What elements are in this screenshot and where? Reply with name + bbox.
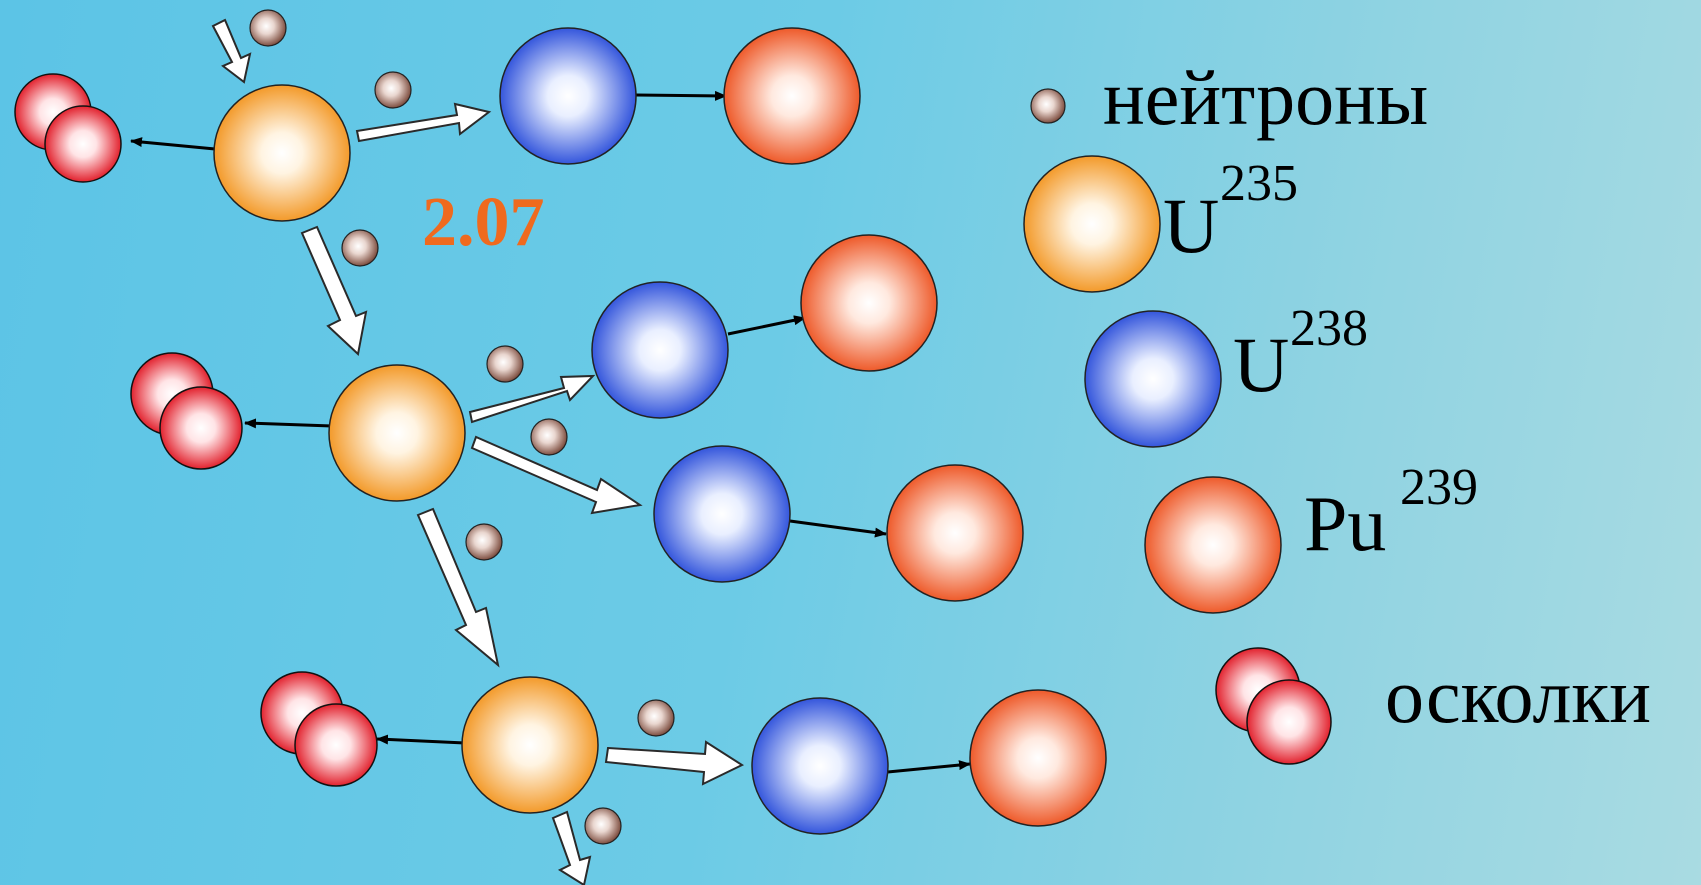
pu239-nucleus-d xyxy=(969,689,1107,827)
neutron xyxy=(584,807,622,845)
u235-nucleus-c xyxy=(461,676,599,814)
fragment-pair-3 xyxy=(260,671,378,787)
arrow-u235a-to-u235b xyxy=(300,225,368,356)
legend-neutrons: нейтроны xyxy=(1030,54,1428,141)
fragment-nucleus xyxy=(294,703,378,787)
fragment-nucleus xyxy=(44,105,122,183)
multiplication-factor: 2.07 xyxy=(422,184,545,261)
legend-u238-symbol: U xyxy=(1233,321,1289,408)
u238-nuclei xyxy=(499,27,889,835)
thin-arrows xyxy=(130,90,971,774)
legend-neutron-swatch xyxy=(1030,88,1066,124)
arrow-u235b-to-u238c xyxy=(470,435,643,515)
fragment-pair-1 xyxy=(14,73,122,183)
arrow-u235c-to-fragments xyxy=(376,734,466,745)
neutron xyxy=(637,699,675,737)
neutron xyxy=(465,523,503,561)
u235-nuclei xyxy=(213,84,599,814)
arrow-u238b-to-pu239b xyxy=(727,315,806,336)
arrow-u235b-to-u238b xyxy=(468,374,596,424)
incoming-neutron-arrow xyxy=(211,18,252,84)
arrow-u238a-to-pu239a xyxy=(635,90,727,101)
neutron xyxy=(249,9,287,47)
legend-fragment-swatch xyxy=(1215,647,1332,765)
pu239-nuclei xyxy=(723,27,1107,827)
u235-nucleus-a xyxy=(213,84,351,222)
neutrons xyxy=(249,9,675,845)
neutron xyxy=(374,71,412,109)
legend-u235-symbol: U xyxy=(1163,182,1219,269)
legend-pu239: Pu 239 xyxy=(1144,459,1478,614)
legend-u235-mass: 235 xyxy=(1220,155,1298,212)
pu239-nucleus-a xyxy=(723,27,861,165)
arrow-u235b-to-u235c xyxy=(416,507,500,668)
u235-nucleus-b xyxy=(328,364,466,502)
fragment-nucleus xyxy=(159,386,243,470)
legend-pu239-swatch xyxy=(1144,476,1282,614)
legend-pu239-symbol: Pu xyxy=(1304,480,1386,567)
legend-u235: U 235 xyxy=(1023,155,1298,293)
fragment-nucleus xyxy=(1246,679,1332,765)
u238-nucleus-a xyxy=(499,27,637,165)
legend-fragments-label: осколки xyxy=(1385,652,1651,739)
legend-u238-mass: 238 xyxy=(1290,300,1368,357)
arrow-u235a-to-fragments xyxy=(130,137,216,151)
u238-nucleus-b xyxy=(591,281,729,419)
arrow-u238d-to-pu239d xyxy=(887,760,971,774)
legend-pu239-mass: 239 xyxy=(1400,459,1478,516)
arrow-u235b-to-fragments xyxy=(244,418,333,429)
pu239-nucleus-c xyxy=(886,464,1024,602)
arrow-u235c-to-u238d xyxy=(604,740,745,786)
legend: нейтроны U 235 U 238 Pu 239 осколки xyxy=(1023,54,1651,765)
legend-u238: U 238 xyxy=(1084,300,1368,448)
pu239-nucleus-b xyxy=(800,234,938,372)
neutron xyxy=(486,345,524,383)
arrow-u238c-to-pu239c xyxy=(789,519,887,538)
legend-u235-swatch xyxy=(1023,155,1161,293)
u238-nucleus-c xyxy=(653,445,791,583)
neutron xyxy=(530,418,568,456)
legend-u238-swatch xyxy=(1084,310,1222,448)
u238-nucleus-d xyxy=(751,697,889,835)
fragment-pair-2 xyxy=(130,352,243,470)
legend-neutrons-label: нейтроны xyxy=(1103,54,1428,141)
legend-fragments: осколки xyxy=(1215,647,1651,765)
outgoing-neutron-arrow xyxy=(551,810,592,885)
neutron-flow-arrows xyxy=(211,18,745,885)
neutron xyxy=(341,229,379,267)
arrow-u235a-to-u238a xyxy=(355,102,492,143)
